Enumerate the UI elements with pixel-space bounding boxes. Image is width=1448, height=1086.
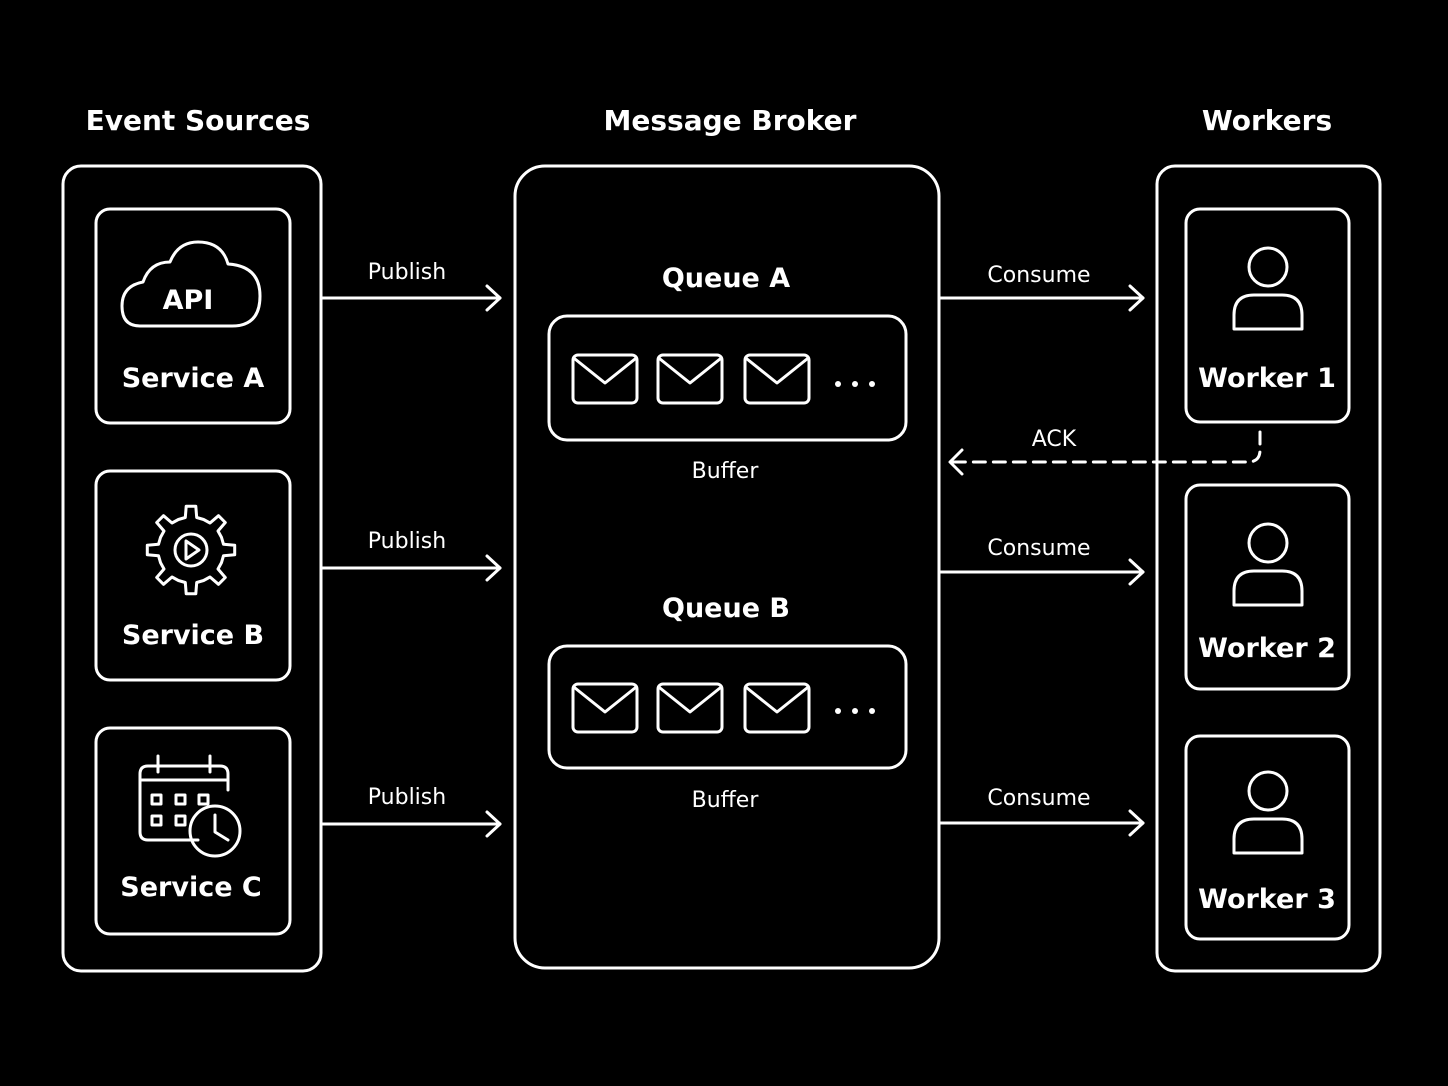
worker-3[interactable]: Worker 3 [1184,734,1351,941]
workers-container [1155,164,1382,973]
source-service-a[interactable]: API Service A [94,207,292,425]
consume-arrow-2: Consume [938,536,1145,586]
api-icon-text: API [163,285,214,316]
envelope-icon [743,353,811,405]
worker-1-label: Worker 1 [1198,363,1336,394]
broker-column-title: Message Broker [604,104,857,137]
publish-arrow-c: Publish [320,785,502,838]
publish-arrow-a: Publish [320,260,502,312]
publish-arrow-b: Publish [320,529,502,582]
service-b-label: Service B [122,620,264,651]
service-a-label: Service A [122,363,265,394]
consume-arrow-1: Consume [938,263,1145,312]
queue-b[interactable]: Queue B Buffer [547,593,908,813]
envelope-icon [571,682,639,734]
service-c-label: Service C [120,872,261,903]
envelope-icon [656,682,724,734]
consume-label-2: Consume [987,536,1090,561]
publish-label-c: Publish [368,785,446,810]
queue-a-title: Queue A [662,263,790,294]
user-icon [1232,770,1304,855]
publish-label-b: Publish [368,529,446,554]
worker-1[interactable]: Worker 1 [1184,207,1351,424]
worker-3-card[interactable] [1184,734,1351,941]
source-service-b[interactable]: Service B [94,469,292,682]
user-icon [1232,522,1304,607]
workers-column-title: Workers [1202,104,1332,137]
user-icon [1232,246,1304,331]
queue-a-buffer-label: Buffer [692,459,760,484]
worker-2-label: Worker 2 [1198,633,1336,664]
ack-arrow: ACK [948,427,1262,476]
service-c-card[interactable] [94,726,292,936]
worker-2[interactable]: Worker 2 [1184,483,1351,691]
service-b-card[interactable] [94,469,292,682]
queue-a[interactable]: Queue A Buffer [547,263,908,484]
broker-container [513,164,941,970]
queue-b-buffer-label: Buffer [692,788,760,813]
cloud-api-icon: API [120,240,262,328]
consume-label-3: Consume [987,786,1090,811]
publish-label-a: Publish [368,260,446,285]
queue-a-buffer-box[interactable] [547,314,908,442]
calendar-clock-icon [138,754,242,858]
worker-3-label: Worker 3 [1198,884,1336,915]
envelope-icon [571,353,639,405]
worker-2-card[interactable] [1184,483,1351,691]
source-service-c[interactable]: Service C [94,726,292,936]
consume-label-1: Consume [987,263,1090,288]
queue-b-buffer-box[interactable] [547,644,908,770]
service-a-card[interactable] [94,207,292,425]
queue-b-title: Queue B [662,593,790,624]
ellipsis-icon [835,708,875,714]
ack-label: ACK [1032,427,1077,452]
gear-play-icon [145,504,237,596]
worker-1-card[interactable] [1184,207,1351,424]
sources-column-title: Event Sources [86,104,311,137]
envelope-icon [743,682,811,734]
consume-arrow-3: Consume [938,786,1145,837]
envelope-icon [656,353,724,405]
ellipsis-icon [835,381,875,387]
